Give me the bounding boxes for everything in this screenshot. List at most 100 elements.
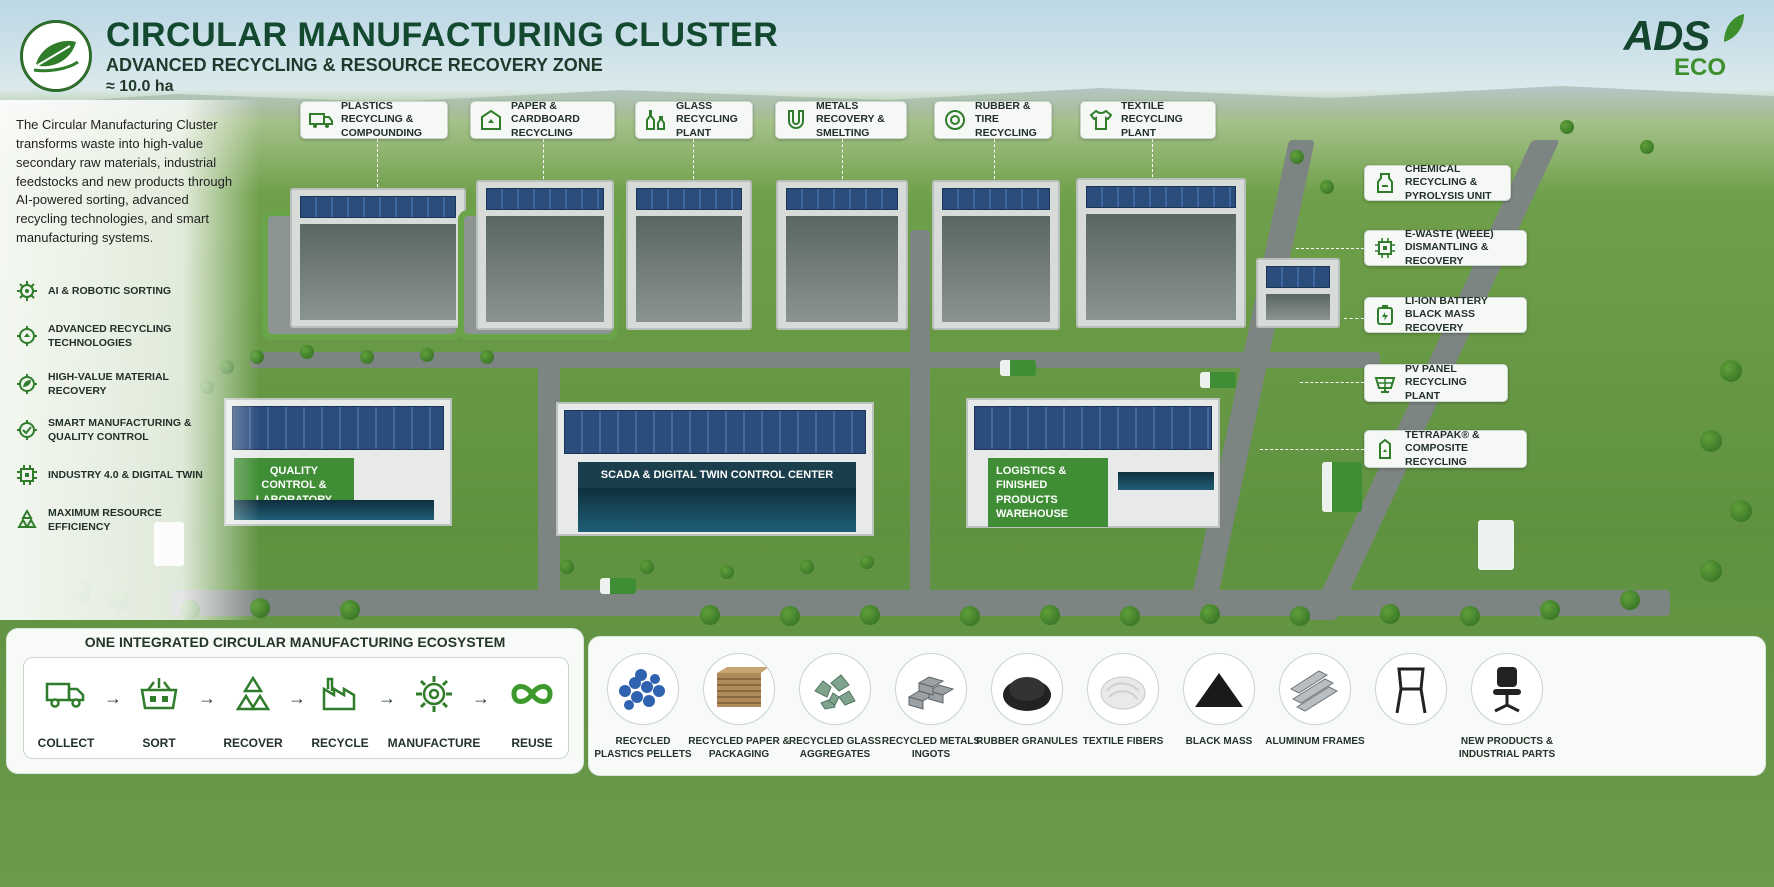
step-reuse: REUSE [482,672,582,750]
feature-label: ADVANCED RECYCLING TECHNOLOGIES [48,323,172,350]
product-item: RECYCLED METALS INGOTS [879,653,983,761]
gear-check-icon [16,419,38,441]
leaf-icon [1724,14,1744,42]
road [538,360,560,600]
product-label: RECYCLED GLASS AGGREGATES [788,736,882,760]
gear-recycle-icon [16,325,38,347]
paper-plant-building [476,180,614,330]
auxiliary-building [1256,258,1340,328]
product-item [1359,653,1463,735]
callout-pv-panel: PV PANEL RECYCLING PLANT [1364,362,1508,402]
step-recycle: RECYCLE [290,672,390,750]
step-label: RECOVER [223,736,283,750]
tire-icon [943,108,967,132]
callout-label: TEXTILE RECYCLING PLANT [1121,99,1183,139]
office-chair-icon [1471,653,1543,725]
arrow-icon: → [378,688,396,708]
logistics-warehouse-building: LOGISTICS & FINISHED PRODUCTS WAREHOUSE [966,398,1220,528]
scada-sign: SCADA & DIGITAL TWIN CONTROL CENTER [578,462,856,489]
glass-plant-building [626,180,752,330]
callout-label: METALS RECOVERY & SMELTING [816,99,885,139]
bottles-icon [644,108,668,132]
paper-bales-icon [703,653,775,725]
product-label: TEXTILE FIBERS [1082,736,1164,747]
callout-label: GLASS RECYCLING PLANT [676,99,738,139]
arrow-icon: → [288,688,306,708]
arrow-icon: → [104,688,122,708]
callout-label: RUBBER & TIRE RECYCLING [975,99,1037,139]
product-item: BLACK MASS [1167,653,1271,748]
ingots-icon [895,653,967,725]
leaf-icon [33,40,79,73]
step-recover: RECOVER [203,672,303,750]
truck [1200,372,1236,388]
textile-plant-building [1076,178,1246,328]
plastics-plant-building [290,188,466,328]
product-label: NEW PRODUCTS & INDUSTRIAL PARTS [1458,736,1556,760]
truck [1478,520,1514,570]
gear-leaf-icon [16,373,38,395]
callout-rubber-recycling: RUBBER & TIRE RECYCLING [934,99,1052,139]
products-panel: RECYCLED PLASTICS PELLETS RECYCLED PAPER… [588,636,1766,776]
page-title: CIRCULAR MANUFACTURING CLUSTER [106,16,779,54]
sorting-icon [109,672,209,716]
feature-item: SMART MANUFACTURING & QUALITY CONTROL [16,416,216,444]
leaf-logo [20,20,92,92]
ecosystem-title: ONE INTEGRATED CIRCULAR MANUFACTURING EC… [84,634,506,650]
factory-icon [290,672,390,716]
callout-label: PV PANEL RECYCLING PLANT [1405,362,1467,402]
product-item: RECYCLED PLASTICS PELLETS [591,653,695,761]
fibers-icon [1087,653,1159,725]
recycle-box-icon [479,108,503,132]
ecosystem-steps: COLLECT → SORT → RECOVER → RECYCLE → MAN… [23,657,569,759]
feature-item: MAXIMUM RESOURCE EFFICIENCY [16,506,216,534]
arrow-icon: → [472,688,490,708]
scada-control-center-building: SCADA & DIGITAL TWIN CONTROL CENTER [556,402,874,536]
glass-cullet-icon [799,653,871,725]
feature-label: SMART MANUFACTURING & QUALITY CONTROL [48,417,192,444]
product-label: ALUMINUM FRAMES [1265,736,1365,747]
carton-icon [1373,437,1397,461]
truck [1322,462,1362,512]
metals-plant-building [776,180,908,330]
page-subtitle: ADVANCED RECYCLING & RESOURCE RECOVERY Z… [106,55,603,75]
site-area: ≈ 10.0 ha [106,78,174,95]
callout-tetrapak: TETRAPAK® & COMPOSITE RECYCLING [1364,429,1527,468]
road [250,352,1380,368]
callout-paper-recycling: PAPER & CARDBOARD RECYCLING [470,99,615,139]
truck-icon [309,108,333,132]
gear-icon [384,672,484,716]
left-panel-backdrop [0,100,260,620]
magnet-icon [784,108,808,132]
callout-label: PAPER & CARDBOARD RECYCLING [511,99,580,139]
chip-icon [1373,236,1397,260]
reactor-icon [1373,171,1397,195]
callout-e-waste: E-WASTE (WEEE) DISMANTLING & RECOVERY [1364,227,1527,267]
ecosystem-panel: ONE INTEGRATED CIRCULAR MANUFACTURING EC… [6,628,584,774]
logistics-sign: LOGISTICS & FINISHED PRODUCTS WAREHOUSE [988,458,1108,528]
gear-icon [16,280,38,302]
product-label: BLACK MASS [1185,736,1253,747]
road [910,230,930,600]
callout-textile-recycling: TEXTILE RECYCLING PLANT [1080,99,1216,139]
recycle-icon [203,672,303,716]
callout-label: E-WASTE (WEEE) DISMANTLING & RECOVERY [1405,227,1494,267]
step-manufacture: MANUFACTURE [384,672,484,750]
battery-icon [1373,303,1397,327]
arrow-icon: → [198,688,216,708]
brand-suffix: ECO [1673,54,1726,81]
product-item: RECYCLED GLASS AGGREGATES [783,653,887,761]
callout-label: CHEMICAL RECYCLING & PYROLYSIS UNIT [1405,162,1492,202]
step-label: COLLECT [37,736,95,750]
product-item: RUBBER GRANULES [975,653,1079,748]
black-mass-icon [1183,653,1255,725]
callout-metals-recovery: METALS RECOVERY & SMELTING [775,99,907,139]
truck [1000,360,1036,376]
step-label: SORT [142,736,176,750]
brand-name: ADS [1624,12,1746,60]
step-sort: SORT [109,672,209,750]
feature-label: INDUSTRY 4.0 & DIGITAL TWIN [48,468,203,481]
feature-item: HIGH-VALUE MATERIAL RECOVERY [16,370,216,398]
product-label: RECYCLED PLASTICS PELLETS [594,736,692,760]
rubber-plant-building [932,180,1060,330]
